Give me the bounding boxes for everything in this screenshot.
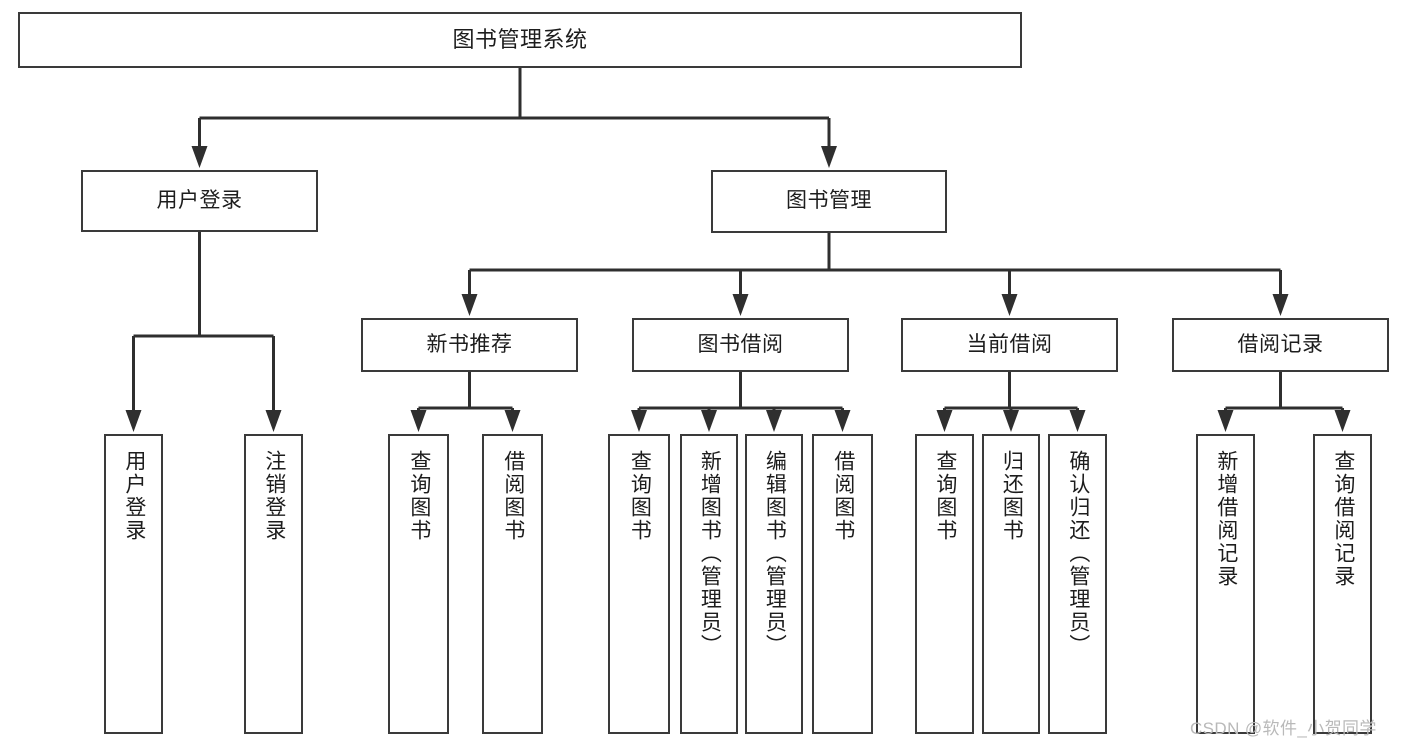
node-label-leaf-rec-query: 查询图书 (407, 450, 431, 542)
c-login-arrowhead-1 (265, 410, 282, 432)
node-label-book-borrow: 图书借阅 (697, 332, 784, 356)
node-leaf-cb-return: 归还图书 (982, 434, 1040, 734)
node-label-leaf-bb-borrow: 借阅图书 (831, 450, 855, 542)
c-borrow-arrowhead-1 (701, 410, 717, 432)
node-leaf-bb-borrow: 借阅图书 (812, 434, 873, 734)
node-label-leaf-cb-return: 归还图书 (1000, 450, 1024, 542)
c-root-arrowhead-1 (821, 146, 837, 168)
node-leaf-br-query: 查询借阅记录 (1313, 434, 1372, 734)
c-borrow-arrowhead-3 (834, 410, 851, 432)
node-borrow-record: 借阅记录 (1172, 318, 1389, 372)
c-manage-arrowhead-3 (1272, 294, 1289, 316)
c-record-arrowhead-1 (1334, 410, 1351, 432)
node-current-borrow: 当前借阅 (901, 318, 1118, 372)
c-manage-arrowhead-0 (461, 294, 478, 316)
node-book-borrow: 图书借阅 (632, 318, 849, 372)
node-leaf-user-login: 用户登录 (104, 434, 163, 734)
node-label-user-login: 用户登录 (156, 188, 243, 212)
node-leaf-br-add: 新增借阅记录 (1196, 434, 1255, 734)
node-user-login: 用户登录 (81, 170, 318, 232)
node-new-book-rec: 新书推荐 (361, 318, 578, 372)
c-newrec-arrowhead-1 (504, 410, 521, 432)
node-leaf-rec-borrow: 借阅图书 (482, 434, 543, 734)
node-label-new-book-rec: 新书推荐 (426, 332, 513, 356)
node-label-leaf-cb-confirm: 确认归还（管理员） (1066, 450, 1090, 657)
node-label-leaf-bb-query: 查询图书 (628, 450, 652, 542)
node-leaf-bb-query: 查询图书 (608, 434, 670, 734)
node-label-leaf-logout: 注销登录 (262, 450, 286, 542)
node-book-manage: 图书管理 (711, 170, 947, 233)
c-record-arrowhead-0 (1217, 410, 1234, 432)
csdn-watermark: CSDN @软件_小贺同学 (1190, 719, 1377, 738)
c-borrow-arrowhead-0 (631, 410, 647, 432)
node-label-leaf-br-add: 新增借阅记录 (1214, 450, 1238, 588)
node-leaf-bb-add: 新增图书（管理员） (680, 434, 738, 734)
node-label-leaf-bb-add: 新增图书（管理员） (698, 450, 722, 657)
c-manage-arrowhead-2 (1001, 294, 1018, 316)
node-label-book-manage: 图书管理 (786, 189, 872, 213)
c-login-arrowhead-0 (125, 410, 142, 432)
node-label-leaf-br-query: 查询借阅记录 (1331, 450, 1355, 588)
node-leaf-cb-query: 查询图书 (915, 434, 974, 734)
node-label-leaf-rec-borrow: 借阅图书 (501, 450, 525, 542)
c-manage-arrowhead-1 (732, 294, 749, 316)
node-label-borrow-record: 借阅记录 (1237, 332, 1324, 356)
node-leaf-logout: 注销登录 (244, 434, 303, 734)
node-root: 图书管理系统 (18, 12, 1022, 68)
node-label-leaf-bb-edit: 编辑图书（管理员） (763, 450, 787, 657)
node-leaf-bb-edit: 编辑图书（管理员） (745, 434, 803, 734)
c-newrec-arrowhead-0 (410, 410, 427, 432)
c-current-arrowhead-1 (1003, 410, 1019, 432)
node-label-leaf-user-login: 用户登录 (122, 450, 146, 542)
c-borrow-arrowhead-2 (766, 410, 782, 432)
node-label-leaf-cb-query: 查询图书 (933, 450, 957, 542)
c-root-arrowhead-0 (191, 146, 208, 168)
node-label-root: 图书管理系统 (452, 27, 588, 53)
c-current-arrowhead-2 (1069, 410, 1086, 432)
node-label-current-borrow: 当前借阅 (966, 332, 1053, 356)
node-leaf-cb-confirm: 确认归还（管理员） (1048, 434, 1107, 734)
node-leaf-rec-query: 查询图书 (388, 434, 449, 734)
c-current-arrowhead-0 (936, 410, 953, 432)
